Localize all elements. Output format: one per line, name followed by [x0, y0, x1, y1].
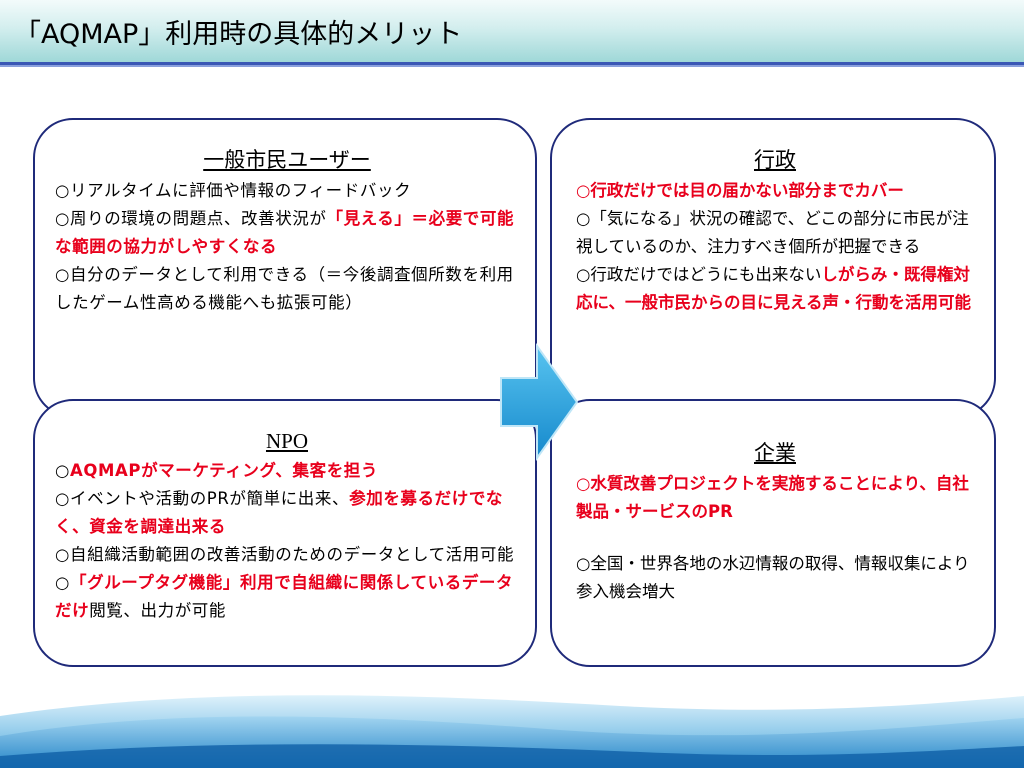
enterprise-item-2: ○全国・世界各地の水辺情報の取得、情報収集により参入機会増大 — [576, 554, 970, 601]
government-item-3: ○行政だけではどうにも出来ないしがらみ・既得権対応に、一般市民からの目に見える声… — [576, 265, 972, 312]
slide-title: 「AQMAP」利用時の具体的メリット — [14, 19, 463, 50]
npo-heading: NPO — [265, 429, 308, 453]
npo-item-4: ○「グループタグ機能」利用で自組織に関係しているデータだけ閲覧、出力が可能 — [55, 573, 514, 620]
public-user-item-3: ○自分のデータとして利用できる（＝今後調査個所数を利用したゲーム性高める機能へも… — [55, 265, 514, 312]
title-divider-light — [0, 65, 1024, 67]
title-bar: 「AQMAP」利用時の具体的メリット — [0, 0, 1024, 62]
public-user-card: 一般市民ユーザー ○リアルタイムに評価や情報のフィードバック ○周りの環境の問題… — [33, 118, 537, 418]
government-heading: 行政 — [754, 148, 796, 172]
public-user-item-2: ○周りの環境の問題点、改善状況が「見える」＝必要で可能な範囲の協力がしやすくなる — [55, 209, 515, 256]
government-item-2: ○「気になる」状況の確認で、どこの部分に市民が注視しているのか、注力すべき個所が… — [576, 209, 969, 256]
enterprise-heading: 企業 — [754, 441, 796, 465]
npo-item-1: ○AQMAPがマーケティング、集客を担う — [55, 461, 379, 480]
right-arrow-icon — [500, 342, 579, 462]
title-divider — [0, 62, 1024, 65]
government-card: 行政 ○行政だけでは目の届かない部分までカバー ○「気になる」状況の確認で、どこ… — [550, 118, 996, 418]
npo-item-3: ○自組織活動範囲の改善活動のためのデータとして活用可能 — [55, 545, 515, 564]
npo-card: NPO ○AQMAPがマーケティング、集客を担う ○イベントや活動のPRが簡単に… — [33, 399, 537, 667]
npo-item-2: ○イベントや活動のPRが簡単に出来、参加を募るだけでなく、資金を調達出来る — [55, 489, 504, 536]
public-user-heading: 一般市民ユーザー — [203, 148, 371, 172]
enterprise-item-1: ○水質改善プロジェクトを実施することにより、自社製品・サービスのPR — [576, 474, 969, 521]
bottom-wave-decoration — [0, 695, 1024, 768]
enterprise-card: 企業 ○水質改善プロジェクトを実施することにより、自社製品・サービスのPR ○全… — [550, 399, 996, 667]
public-user-item-1: ○リアルタイムに評価や情報のフィードバック — [55, 181, 412, 200]
government-item-1: ○行政だけでは目の届かない部分までカバー — [576, 181, 904, 200]
